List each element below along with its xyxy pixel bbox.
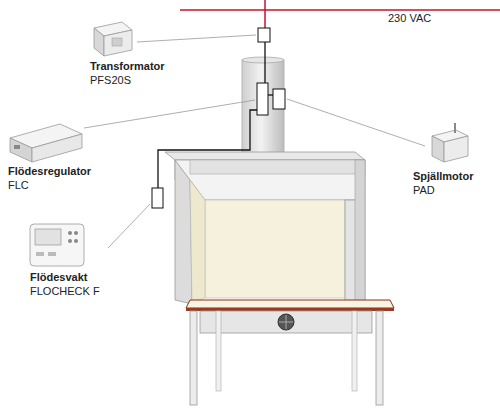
leader-line (287, 99, 425, 146)
controller-icon (10, 124, 82, 162)
component-name: Flödesregulator (8, 165, 91, 178)
leader-line (137, 35, 256, 42)
mains-line (180, 9, 500, 11)
model-code: PFS20S (90, 74, 131, 87)
hood-left-side (175, 160, 192, 304)
flow-monitor-box (152, 188, 163, 208)
component-name: Spjällmotor (413, 170, 474, 183)
controller-box (257, 83, 268, 115)
leader-line (108, 204, 150, 248)
transformer-box (258, 28, 270, 42)
hood-top (165, 152, 365, 160)
component-name: Transformator (90, 60, 165, 73)
transformer-icon (94, 22, 132, 56)
damper-motor-box (273, 89, 285, 109)
model-code: FLC (8, 179, 29, 192)
exhaust-duct (242, 60, 284, 156)
voltage-label: 230 VAC (388, 12, 431, 25)
table-leg (376, 311, 383, 405)
flow-monitor-icon (30, 224, 84, 266)
wire (264, 42, 265, 83)
model-code: FLOCHECK F (30, 285, 100, 298)
hood-front-panel (175, 160, 365, 200)
leader-line (84, 100, 255, 128)
mains-drop (264, 0, 266, 28)
component-name: Flödesvakt (30, 271, 87, 284)
hood-opening (205, 200, 345, 298)
table-top (186, 300, 394, 308)
model-code: PAD (413, 184, 435, 197)
damper-motor-icon (432, 123, 468, 162)
table-leg (190, 311, 197, 405)
table-apron (200, 311, 372, 333)
grille (278, 314, 294, 330)
